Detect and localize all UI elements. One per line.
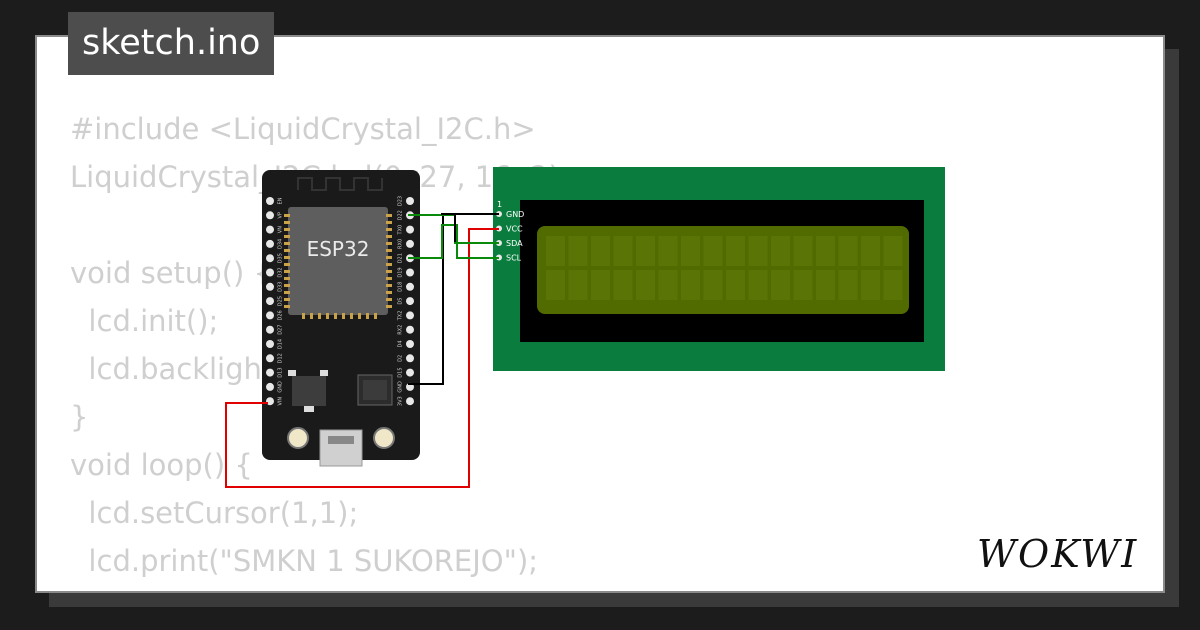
esp32-pin[interactable]: [266, 297, 274, 306]
esp32-pin[interactable]: [266, 254, 274, 263]
wire-scl: [408, 224, 499, 259]
esp32-pin[interactable]: [266, 325, 274, 334]
esp32-pin-label: EN: [278, 197, 284, 204]
file-tab[interactable]: sketch.ino: [68, 12, 275, 75]
esp32-pin[interactable]: [406, 239, 414, 248]
lcd-pin-label: GND: [506, 210, 524, 219]
esp32-pin-label: VN: [278, 226, 284, 233]
wokwi-logo-text: WOKWI: [977, 532, 1138, 576]
esp32-pin-label: GND: [278, 381, 284, 393]
esp32-pin[interactable]: [406, 225, 414, 234]
esp32-pin-label: RX2: [398, 325, 404, 335]
usb-port-icon: [319, 429, 363, 467]
code-line: lcd.init();: [70, 304, 219, 338]
esp32-pin-label: D13: [278, 367, 284, 377]
wires[interactable]: [225, 213, 499, 488]
esp32-pin-label: 3V3: [398, 396, 404, 406]
esp32-pin[interactable]: [406, 297, 414, 306]
esp32-pin-label: D32: [278, 267, 284, 277]
esp32-pin[interactable]: [406, 397, 414, 406]
wokwi-logo: WOKWI: [977, 532, 1138, 576]
esp32-pin-label: D27: [278, 325, 284, 335]
esp32-pin[interactable]: [266, 225, 274, 234]
esp32-pin-label: RX0: [398, 239, 404, 249]
esp32-pin[interactable]: [406, 354, 414, 363]
esp32-module: [288, 207, 388, 315]
esp32-pin[interactable]: [406, 325, 414, 334]
esp32-pin[interactable]: [406, 340, 414, 348]
code-line: lcd.setCursor(1,1);: [70, 496, 359, 530]
esp32-pin-label: D34: [278, 239, 284, 249]
esp32-pin[interactable]: [406, 282, 414, 291]
esp32-pin-label: D23: [398, 196, 404, 206]
code-line: #include <LiquidCrystal_I2C.h>: [70, 112, 536, 146]
esp32-pin[interactable]: [266, 311, 274, 320]
esp32-pin-label: D5: [398, 298, 404, 305]
esp32-board[interactable]: ESP32 ENVPVND34D35D32D33D25D26D27D14D12D…: [262, 170, 420, 467]
esp32-pin-label: D35: [278, 253, 284, 263]
esp32-pin-label: TX2: [398, 311, 404, 322]
wire-gnd-lcd: [408, 213, 499, 385]
chip-label: ESP32: [307, 237, 370, 261]
esp32-pin[interactable]: [406, 268, 414, 277]
esp32-pin[interactable]: [266, 340, 274, 348]
esp32-pin[interactable]: [406, 368, 414, 377]
regulator: [292, 376, 326, 406]
esp32-pin-label: D21: [398, 253, 404, 263]
lcd-1602[interactable]: 1 GND VCC SDA SCL: [493, 167, 945, 371]
esp32-pin[interactable]: [406, 197, 414, 205]
code-line: void setup() {: [70, 256, 272, 290]
esp32-pin-label: D25: [278, 296, 284, 306]
code-line: }: [70, 400, 89, 434]
esp32-pin-label: D15: [398, 367, 404, 377]
esp32-pin[interactable]: [266, 268, 274, 277]
esp32-pin-label: D14: [278, 339, 284, 349]
code-line: lcd.print("SMKN 1 SUKOREJO");: [70, 544, 539, 578]
code-line: void loop() {: [70, 448, 253, 482]
esp32-pin-label: D26: [278, 310, 284, 320]
esp32-pin[interactable]: [266, 382, 274, 391]
wire-black-2: [441, 213, 456, 242]
esp32-pin[interactable]: [266, 368, 274, 377]
esp32-pin-label: D19: [398, 267, 404, 277]
esp32-pin[interactable]: [266, 211, 274, 220]
esp32-pin-label: GND: [398, 381, 404, 393]
boot-button[interactable]: [373, 427, 395, 449]
en-button[interactable]: [287, 427, 309, 449]
lcd-pin-label: SCL: [506, 254, 522, 263]
esp32-pin-label: D18: [398, 282, 404, 292]
esp32-pin[interactable]: [266, 197, 274, 205]
code-card: #include <LiquidCrystal_I2C.h> LiquidCry…: [35, 35, 1165, 593]
esp32-pin[interactable]: [406, 311, 414, 320]
esp32-pin[interactable]: [266, 282, 274, 291]
esp32-pin[interactable]: [266, 354, 274, 363]
esp32-pin[interactable]: [266, 239, 274, 248]
esp32-pin-label: D2: [398, 355, 404, 362]
lcd-pin-label: VCC: [506, 225, 523, 234]
lcd-pin-label: SDA: [506, 239, 523, 248]
esp32-pin-label: TX0: [398, 225, 404, 236]
lcd-pin1-label: 1: [497, 200, 502, 209]
esp32-pin-label: D22: [398, 210, 404, 220]
esp32-pin-label: VP: [278, 212, 284, 218]
esp32-pin-label: VIN: [278, 397, 284, 406]
esp32-pin-label: D12: [278, 353, 284, 363]
esp32-pin-label: D4: [398, 340, 404, 347]
wire-vcc: [225, 228, 499, 488]
esp32-pin-label: D33: [278, 282, 284, 292]
